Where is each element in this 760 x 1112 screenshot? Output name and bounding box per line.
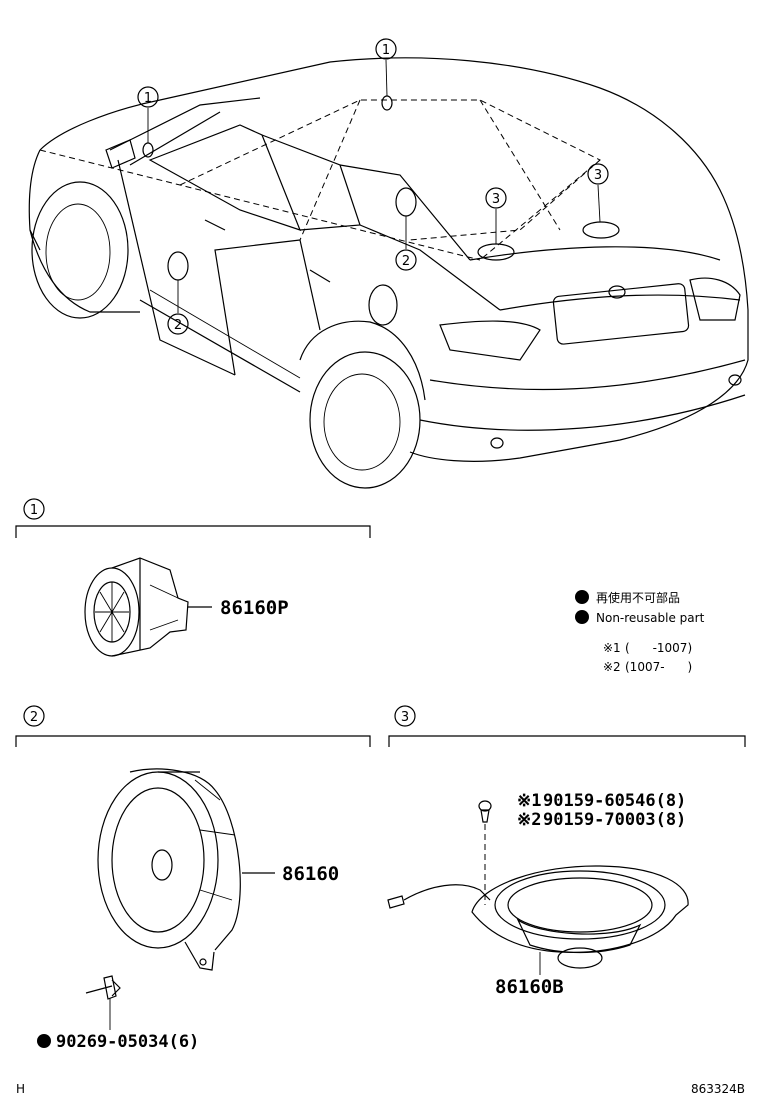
screw-note-mark-1: ※1 <box>517 791 541 811</box>
legend: 再使用不可部品 Non-reusable part ※1 ( -1007) ※2… <box>575 590 705 674</box>
non-reusable-mark-icon <box>37 1034 51 1048</box>
section-2: 2 86160 90269-05034(6) <box>15 705 371 1052</box>
section-3-number: 3 <box>401 710 409 725</box>
callout-1-front: 1 <box>144 91 152 106</box>
door-speaker-86160 <box>97 768 241 971</box>
tweeter-86160P <box>84 557 189 657</box>
legend-note2-mark: ※2 <box>603 660 621 674</box>
legend-note2-range: (1007- ) <box>625 660 692 674</box>
legend-jp: 再使用不可部品 <box>596 590 680 605</box>
callout-2-rear: 2 <box>402 254 410 269</box>
screw-note-mark-2: ※2 <box>517 810 541 830</box>
marker-door-speaker-front <box>167 251 189 281</box>
legend-note1-range: ( -1007) <box>625 641 692 655</box>
footer-left: H <box>16 1082 25 1096</box>
part-number-86160B: 86160B <box>495 976 564 998</box>
marker-rear-speaker-right <box>582 221 620 239</box>
callout-3-left: 3 <box>492 192 500 207</box>
section-1: 1 86160P <box>15 498 371 657</box>
marker-tweeter-rear <box>381 95 393 111</box>
legend-en: Non-reusable part <box>596 611 705 625</box>
non-reusable-bullet-icon <box>575 590 589 604</box>
callout-3-right: 3 <box>594 168 602 183</box>
legend-note1-mark: ※1 <box>603 641 621 655</box>
section-2-number: 2 <box>30 710 38 725</box>
clip-90269 <box>85 975 121 1030</box>
part-number-90159-60546: 90159-60546(8) <box>543 791 686 811</box>
non-reusable-bullet-icon-en <box>575 610 589 624</box>
car-illustration <box>28 57 749 489</box>
callout-1-rear: 1 <box>382 43 390 58</box>
marker-door-speaker-rear <box>395 187 417 217</box>
section-1-number: 1 <box>30 503 38 518</box>
part-number-86160: 86160 <box>282 863 339 885</box>
part-number-86160P: 86160P <box>220 597 289 619</box>
car-callouts: 1 1 2 2 3 3 <box>137 38 609 335</box>
marker-rear-speaker-left <box>477 243 515 261</box>
screw <box>478 800 492 905</box>
section-3: 3 ※1 90159-60546(8) ※2 90159-70003(8) 86… <box>387 705 746 998</box>
part-number-90159-70003: 90159-70003(8) <box>543 810 686 830</box>
callout-2-front: 2 <box>174 318 182 333</box>
diagram-code: 863324B <box>691 1082 745 1096</box>
rear-speaker-86160B <box>387 865 689 975</box>
location-markers <box>142 95 620 281</box>
part-number-90269-05034: 90269-05034(6) <box>56 1032 199 1052</box>
